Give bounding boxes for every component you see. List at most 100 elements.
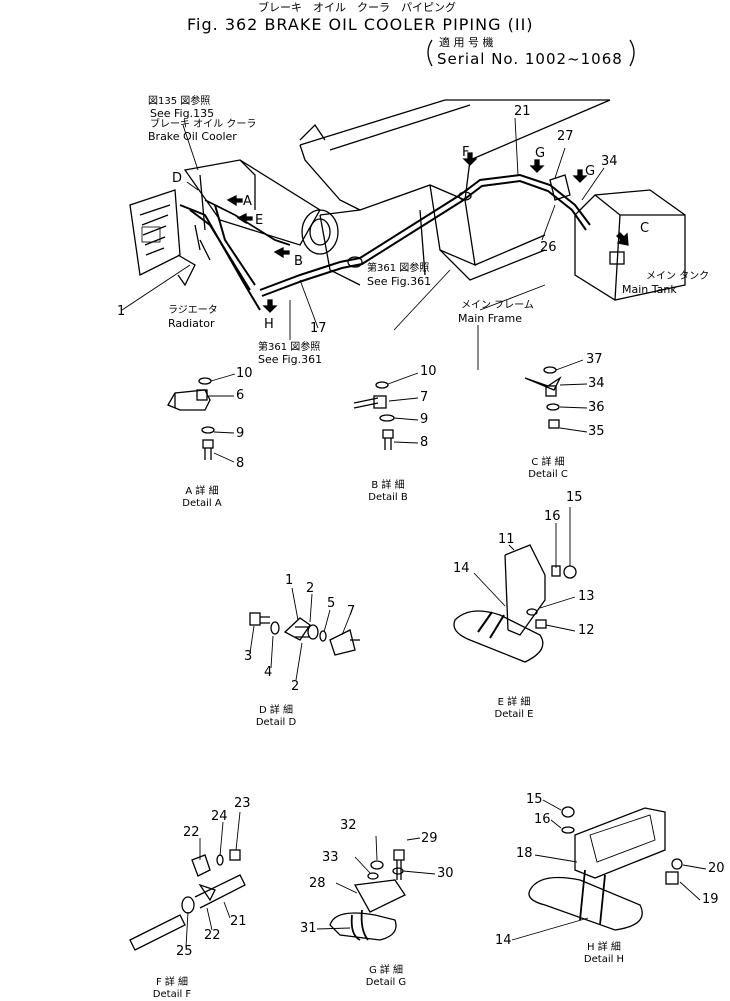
view-letter-e: E (255, 213, 264, 228)
frame-label: Main Frame (458, 312, 523, 325)
detail-f-jp: F 詳 細 (155, 977, 189, 988)
view-letter-g-1: G (535, 146, 546, 161)
part-21: 21 (514, 104, 531, 119)
detail-d-jp: D 詳 細 (258, 705, 294, 716)
figure-title: Fig. 362 BRAKE OIL COOLER PIPING (II) (187, 15, 534, 34)
serial-number: Serial No. 1002~1068 (437, 50, 623, 68)
view-letter-a: A (243, 194, 252, 209)
title-japanese: ブレーキ オイル クーラ パイピング (258, 1, 456, 14)
c-part-37: 37 (586, 352, 603, 367)
oil-cooler-drawing (183, 159, 339, 255)
c-part-36: 36 (588, 400, 605, 415)
e-part-14: 14 (453, 561, 470, 576)
h-part-18: 18 (516, 846, 533, 861)
view-letter-c: C (640, 221, 650, 236)
d-part-3: 3 (244, 649, 253, 664)
detail-a-label: Detail A (182, 498, 222, 509)
detail-h-label: Detail H (583, 954, 625, 965)
g-part-32: 32 (340, 818, 357, 833)
e-part-16: 16 (544, 509, 561, 524)
part-26: 26 (540, 240, 557, 255)
a-part-10: 10 (236, 366, 253, 381)
serial-japanese: 適 用 号 機 (439, 36, 494, 49)
detail-b-label: Detail B (368, 492, 408, 503)
c-part-34: 34 (588, 376, 605, 391)
tank-label: Main Tank (622, 283, 677, 296)
detail-f-drawing (129, 811, 246, 951)
view-letter-h: H (264, 317, 274, 332)
b-part-9: 9 (420, 412, 429, 427)
f-part-24: 24 (211, 809, 228, 824)
cooler-label-jp: ブレーキ オイル クーラ (150, 119, 257, 130)
detail-c-jp: C 詳 細 (531, 457, 565, 468)
detail-b-jp: B 詳 細 (371, 480, 405, 491)
detail-d-label: Detail D (255, 717, 297, 728)
main-leaders (121, 117, 605, 370)
f-part-25: 25 (176, 944, 193, 959)
h-part-19: 19 (702, 892, 719, 907)
d-part-7: 7 (347, 604, 356, 619)
detail-h-drawing (511, 799, 707, 941)
f-part-21: 21 (230, 914, 247, 929)
hoses-drawing (179, 199, 291, 311)
detail-g-jp: G 詳 細 (368, 965, 404, 976)
view-letter-f: F (462, 145, 470, 160)
ref-fig361a: See Fig.361 (367, 275, 432, 288)
e-part-13: 13 (578, 589, 595, 604)
part-27: 27 (557, 129, 574, 144)
radiator-drawing (129, 189, 196, 287)
part-34: 34 (601, 154, 618, 169)
e-part-15: 15 (566, 490, 583, 505)
detail-e-jp: E 詳 細 (497, 697, 531, 708)
part-1: 1 (117, 304, 126, 319)
g-part-33: 33 (322, 850, 339, 865)
ref-fig361b: See Fig.361 (258, 353, 323, 366)
b-part-8: 8 (420, 435, 429, 450)
view-arrows (226, 152, 629, 313)
f-part-22-bottom: 22 (204, 928, 221, 943)
ref-fig361a-jp: 第361 図参照 (367, 263, 430, 274)
a-part-9: 9 (236, 426, 245, 441)
h-part-16: 16 (534, 812, 551, 827)
main-frame-drawing (299, 99, 611, 286)
detail-e-drawing (453, 507, 577, 663)
e-part-12: 12 (578, 623, 595, 638)
pipe-17-drawing (259, 173, 591, 297)
g-part-30: 30 (437, 866, 454, 881)
a-part-6: 6 (236, 388, 245, 403)
d-part-5: 5 (327, 596, 336, 611)
d-part-1: 1 (285, 573, 294, 588)
detail-f-label: Detail F (152, 989, 192, 1000)
main-tank-drawing (574, 189, 686, 301)
tank-label-jp: メイン タンク (646, 271, 710, 282)
d-part-2-top: 2 (306, 581, 315, 596)
b-part-10: 10 (420, 364, 437, 379)
detail-a-drawing (167, 373, 236, 463)
h-part-14: 14 (495, 933, 512, 948)
detail-g-label: Detail G (365, 977, 407, 988)
g-part-31: 31 (300, 921, 317, 936)
radiator-label: Radiator (168, 317, 215, 330)
f-part-23: 23 (234, 796, 251, 811)
view-letter-g-2: G (585, 164, 596, 179)
ref-fig361b-jp: 第361 図参照 (258, 342, 321, 353)
view-letter-b: B (294, 254, 303, 269)
ref-fig135: See Fig.135 (150, 107, 215, 120)
e-part-11: 11 (498, 532, 515, 547)
f-part-22-top: 22 (183, 825, 200, 840)
detail-c-drawing (524, 359, 588, 433)
radiator-label-jp: ラジエータ (168, 305, 218, 316)
part-17: 17 (310, 321, 327, 336)
d-part-2-bottom: 2 (291, 679, 300, 694)
h-part-15: 15 (526, 792, 543, 807)
g-part-29: 29 (421, 831, 438, 846)
bracket-27-drawing (549, 174, 571, 201)
cooler-label: Brake Oil Cooler (148, 130, 237, 143)
detail-b-drawing (353, 372, 419, 450)
view-letter-d: D (172, 171, 183, 186)
detail-h-jp: H 詳 細 (587, 942, 621, 953)
detail-e-label: Detail E (494, 709, 534, 720)
frame-label-jp: メイン フレーム (461, 300, 534, 311)
g-part-28: 28 (309, 876, 326, 891)
